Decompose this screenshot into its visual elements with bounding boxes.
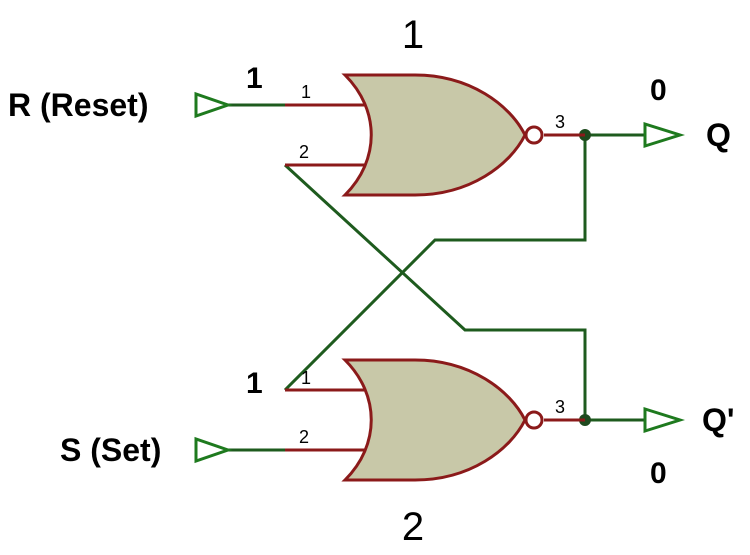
gate1-inversion-bubble — [524, 125, 544, 145]
reset-input-value: 1 — [246, 62, 263, 95]
set-input-terminal — [194, 436, 233, 464]
gate2-pin1-number: 1 — [301, 368, 311, 388]
gate2-label: 2 — [402, 505, 424, 549]
gate1-pin1-number: 1 — [301, 82, 311, 102]
reset-input-terminal — [194, 91, 233, 119]
gate1-pin3-number: 3 — [555, 112, 565, 132]
qbar-output-value: 0 — [650, 457, 667, 490]
q-output-value: 0 — [650, 74, 667, 107]
gate2-nor-body — [341, 358, 527, 482]
q-output-label: Q — [706, 117, 731, 153]
qbar-output-label: Q' — [702, 402, 735, 438]
gate2-inversion-bubble — [524, 410, 544, 430]
reset-input-label: R (Reset) — [8, 87, 148, 123]
feedback-q-to-gate2 — [283, 135, 587, 392]
gate1-nor-body — [341, 73, 527, 197]
gate2-pin2-number: 2 — [299, 427, 309, 447]
gate1-pin2-number: 2 — [299, 142, 309, 162]
feedback-qbar-to-gate1 — [283, 163, 587, 420]
gate1-label: 1 — [402, 13, 424, 57]
qbar-output-terminal — [643, 406, 686, 434]
set-input-value: 1 — [246, 367, 263, 400]
q-output-terminal — [643, 121, 686, 149]
set-input-label: S (Set) — [60, 432, 161, 468]
gate2-pin3-number: 3 — [555, 397, 565, 417]
